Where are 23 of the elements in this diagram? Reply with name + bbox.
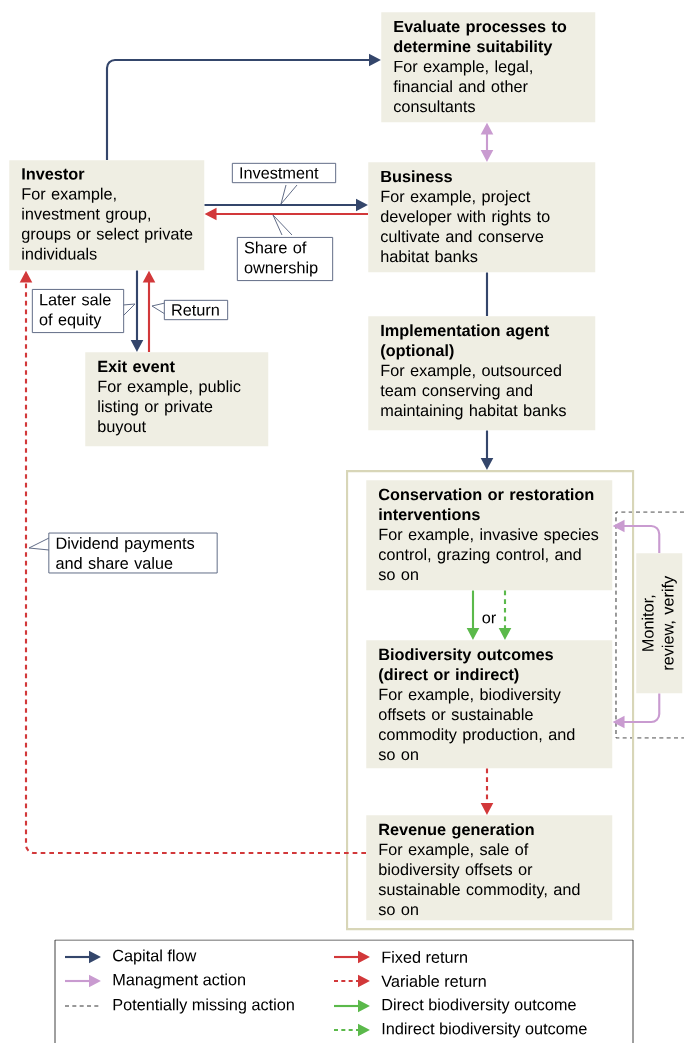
process-box: Revenue generation For example, sale of biodiversity offsets or sustainable commodity, and so on bbox=[366, 815, 613, 921]
process-box: Biodiversity outcomes (direct or indirect) For example, biodiversity offsets or sustainable commodity production, and so on bbox=[366, 640, 613, 769]
callout-label: Later sale of equity bbox=[31, 288, 136, 334]
connector-label: or bbox=[482, 614, 496, 624]
legend-label: Managment action bbox=[113, 973, 245, 989]
legend-label: Potentially missing action bbox=[113, 998, 294, 1014]
container-frame bbox=[346, 470, 635, 931]
process-box: Conservation or restoration interventions For example, invasive species control, grazing control, and so on bbox=[366, 480, 613, 591]
callout-label: Return bbox=[151, 299, 229, 321]
process-box: Implementation agent (optional) For example, outsourced team conserving and maintaining habitat banks bbox=[368, 316, 596, 431]
legend-label: Direct biodiversity outcome bbox=[382, 998, 576, 1014]
process-box: Evaluate processes to determine suitability For example, legal, financial and other consultants bbox=[381, 12, 596, 123]
legend-label: Variable return bbox=[381, 975, 486, 987]
callout-label: Investment bbox=[231, 162, 337, 205]
process-box: Business For example, project developer with rights to cultivate and conserve habitat banks bbox=[368, 162, 596, 273]
process-box: Exit event For example, public listing or private buyout bbox=[85, 352, 269, 447]
callout-label: Share of ownership bbox=[236, 214, 334, 282]
callout-label: Dividend payments and share value bbox=[28, 532, 218, 574]
legend-label: Indirect biodiversity outcome bbox=[382, 1022, 587, 1038]
side-box: Monitor, review, verify bbox=[636, 553, 683, 694]
legend-label: Fixed return bbox=[382, 951, 467, 963]
process-box: Investor For example, investment group, groups or select private individuals bbox=[9, 160, 205, 271]
legend-label: Capital flow bbox=[113, 949, 197, 965]
